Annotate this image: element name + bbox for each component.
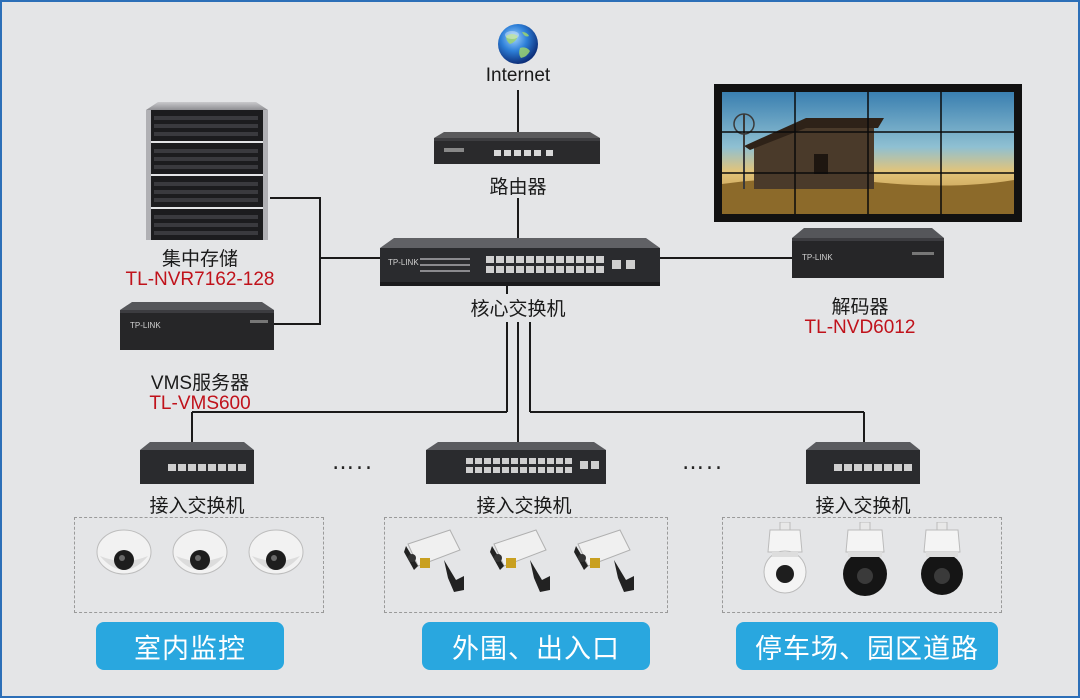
ellipsis-left: …..	[332, 450, 374, 475]
camera-group-box	[722, 517, 1002, 613]
video-wall-display	[714, 84, 1022, 222]
dome-camera-icon	[94, 526, 154, 586]
ptz-camera-icon	[840, 521, 890, 598]
zone-label-parking: 停车场、园区道路	[736, 622, 998, 670]
access-switch-device	[426, 442, 606, 486]
router-device	[434, 132, 600, 166]
dome-camera-icon	[246, 526, 306, 586]
core-switch-label: 核心交换机	[470, 298, 566, 320]
access-switch-label: 接入交换机	[815, 495, 911, 517]
access-switch-device	[806, 442, 920, 486]
brand-logo: TP-LINK	[388, 258, 419, 267]
bullet-camera-icon	[490, 524, 556, 596]
dome-camera-icon	[170, 526, 230, 586]
storage-server-rack	[144, 102, 270, 240]
decoder-model: TL-NVD6012	[804, 317, 916, 338]
storage-model: TL-NVR7162-128	[125, 269, 275, 290]
bullet-camera-icon	[574, 524, 640, 596]
decoder-label: 解码器	[831, 296, 889, 318]
camera-group-box	[74, 517, 324, 613]
zone-label-indoor: 室内监控	[96, 622, 284, 670]
camera-group-box	[384, 517, 668, 613]
decoder-device: TP-LINK	[792, 228, 944, 278]
globe-icon	[496, 22, 540, 66]
ptz-camera-icon	[762, 521, 808, 598]
vms-server-device: TP-LINK	[120, 302, 274, 350]
brand-logo: TP-LINK	[802, 253, 833, 262]
access-switch-label: 接入交换机	[149, 495, 245, 517]
access-switch-device	[140, 442, 254, 486]
ellipsis-right: …..	[682, 450, 724, 475]
storage-label: 集中存储	[161, 248, 239, 270]
bullet-camera-icon	[404, 524, 470, 596]
vms-model: TL-VMS600	[149, 393, 251, 414]
zone-label-perimeter: 外围、出入口	[422, 622, 650, 670]
router-label: 路由器	[489, 176, 547, 198]
core-switch-device: TP-LINK	[380, 238, 660, 286]
brand-logo: TP-LINK	[130, 321, 161, 330]
access-switch-label: 接入交换机	[476, 495, 572, 517]
internet-label: Internet	[485, 65, 551, 86]
vms-label: VMS服务器	[150, 373, 250, 394]
ptz-camera-icon	[918, 521, 966, 598]
